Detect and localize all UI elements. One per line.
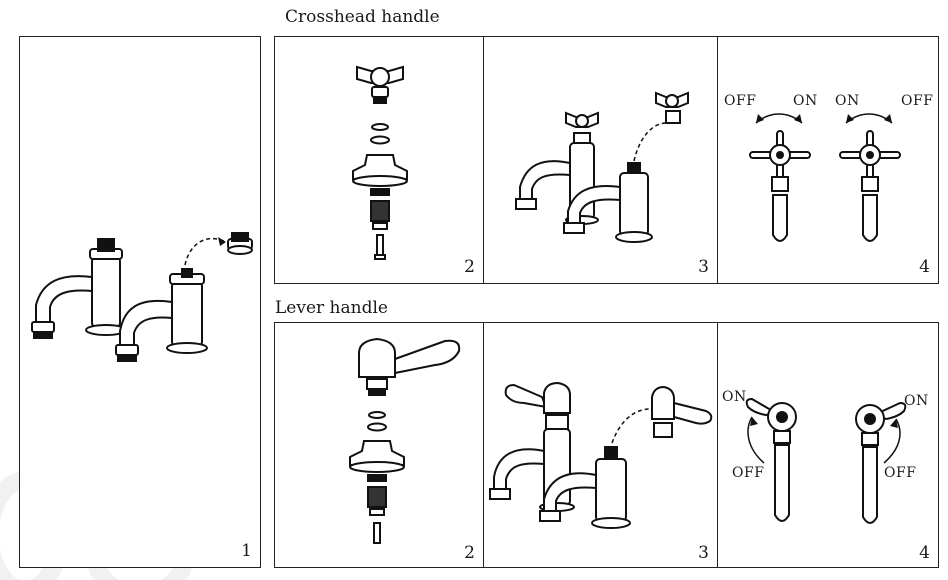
lever-step-2-panel: 2 (274, 322, 484, 568)
step-number: 4 (919, 257, 930, 277)
crosshead-step-2-panel: 2 (274, 36, 484, 284)
crosshead-rotation-diagram (749, 113, 901, 242)
lever-exploded-illustration (349, 337, 461, 544)
step-number: 4 (919, 543, 930, 563)
lever-step-4-panel: ON OFF ON OFF 4 (717, 322, 939, 568)
lever-section-title: Lever handle (275, 298, 388, 318)
on-label: ON (904, 393, 929, 409)
lever-fitting-illustration (489, 381, 713, 529)
base-taps-illustration (31, 232, 253, 362)
step-1-panel: 1 (19, 36, 261, 568)
off-label: OFF (724, 93, 757, 109)
crosshead-section-title: Crosshead handle (285, 7, 440, 27)
step-number: 2 (464, 257, 475, 277)
off-label: OFF (732, 465, 765, 481)
off-label: OFF (884, 465, 917, 481)
on-label: ON (835, 93, 860, 109)
on-label: ON (793, 93, 818, 109)
lever-step-3-panel: 3 (483, 322, 718, 568)
crosshead-exploded-illustration (352, 65, 408, 260)
crosshead-step-3-panel: 3 (483, 36, 718, 284)
step-number: 3 (698, 543, 709, 563)
crosshead-fitting-illustration (515, 91, 689, 243)
on-label: ON (722, 389, 747, 405)
off-label: OFF (901, 93, 934, 109)
step-number: 2 (464, 543, 475, 563)
step-number: 3 (698, 257, 709, 277)
lever-rotation-diagram (745, 397, 907, 524)
crosshead-step-4-panel: OFF ON ON OFF 4 (717, 36, 939, 284)
step-number: 1 (241, 541, 252, 561)
